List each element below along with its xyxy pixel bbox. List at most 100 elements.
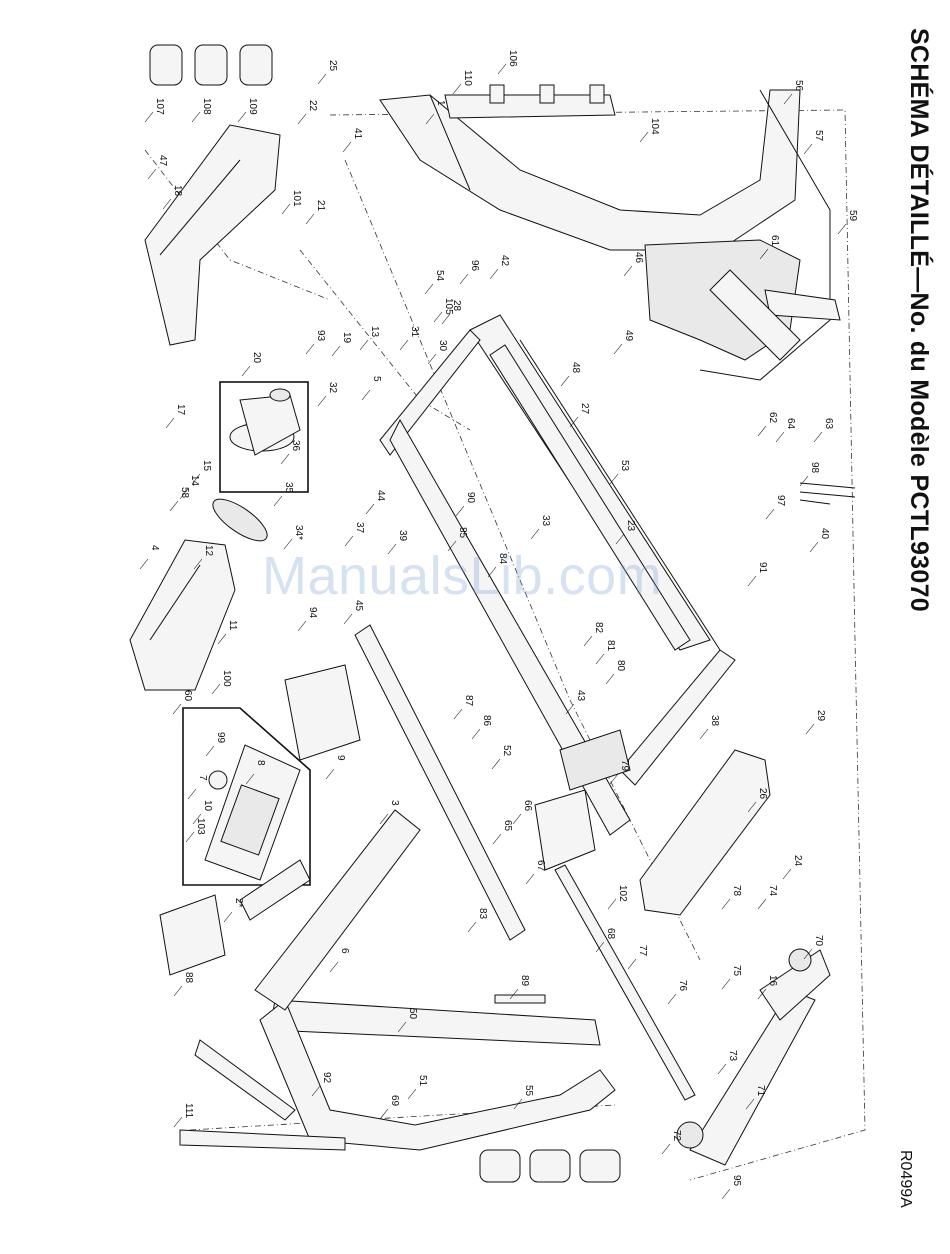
part-label-23: 23 xyxy=(625,520,636,532)
part-label-102: 102 xyxy=(617,885,628,902)
part-label-8: 8 xyxy=(255,760,266,766)
leader-line xyxy=(609,773,619,785)
part-label-90: 90 xyxy=(465,492,476,504)
leader-line xyxy=(237,111,247,123)
part-label-91: 91 xyxy=(757,562,768,574)
part-label-94: 94 xyxy=(307,607,318,619)
leader-line xyxy=(365,503,375,515)
part-label-106: 106 xyxy=(507,50,518,67)
leader-line xyxy=(305,213,315,225)
part-label-4: 4 xyxy=(149,545,160,551)
motor-hood xyxy=(129,124,281,691)
leader-line xyxy=(609,473,619,485)
leader-line xyxy=(583,635,593,647)
watermark: ManualsLib.com xyxy=(262,546,663,606)
side-rail-68 xyxy=(554,864,696,1101)
part-label-96: 96 xyxy=(469,260,480,272)
leader-line xyxy=(344,535,354,547)
part-label-31: 31 xyxy=(409,326,420,338)
incline-frame xyxy=(639,749,831,1166)
leader-line xyxy=(607,898,617,910)
leader-line xyxy=(613,343,623,355)
deck-frame xyxy=(379,314,736,836)
leader-line xyxy=(245,773,255,785)
leader-line xyxy=(525,873,535,885)
part-label-21: 21 xyxy=(315,200,326,212)
belt-part xyxy=(212,498,268,542)
leader-line xyxy=(623,265,633,277)
leader-line xyxy=(447,540,457,552)
pulley-detail-box xyxy=(219,381,309,493)
leader-line xyxy=(759,248,769,260)
part-label-84: 84 xyxy=(497,553,508,565)
part-label-98: 98 xyxy=(809,462,820,474)
part-label-53: 53 xyxy=(619,460,630,472)
console-detail-box xyxy=(182,707,311,886)
leader-line xyxy=(721,898,731,910)
part-label-5: 5 xyxy=(371,376,382,382)
motor-pulley-assembly xyxy=(229,388,301,456)
leader-line xyxy=(191,473,201,485)
leader-line xyxy=(241,365,251,377)
roller-89 xyxy=(494,994,546,1004)
leader-line xyxy=(530,528,540,540)
part-label-24: 24 xyxy=(792,855,803,867)
part-label-109: 109 xyxy=(247,98,258,115)
leader-line xyxy=(173,985,183,997)
leader-line xyxy=(329,961,339,973)
part-label-89: 89 xyxy=(519,975,530,987)
part-label-67: 67 xyxy=(535,860,546,872)
part-label-85: 85 xyxy=(457,527,468,539)
leader-line xyxy=(425,113,435,125)
leader-line xyxy=(721,978,731,990)
handrail-bar-110 xyxy=(444,84,616,119)
console-base-part xyxy=(254,809,421,1011)
part-label-88: 88 xyxy=(183,972,194,984)
part-label-46: 46 xyxy=(633,252,644,264)
leader-line xyxy=(217,633,227,645)
leader-line xyxy=(187,788,197,800)
part-label-75: 75 xyxy=(731,965,742,977)
part-label-70: 70 xyxy=(813,935,824,947)
leader-line xyxy=(205,745,215,757)
part-label-3: 3 xyxy=(389,800,400,806)
part-label-25: 25 xyxy=(327,60,338,72)
part-label-68: 68 xyxy=(605,928,616,940)
part-label-49: 49 xyxy=(623,330,634,342)
console-assembly xyxy=(204,744,301,881)
side-rail-83 xyxy=(354,624,526,941)
leader-line xyxy=(627,958,637,970)
part-label-30: 30 xyxy=(437,340,448,352)
part-label-65: 65 xyxy=(502,820,513,832)
leader-line xyxy=(745,1098,755,1110)
part-label-11: 11 xyxy=(227,620,238,631)
lower-uprights xyxy=(179,999,616,1151)
part-label-28: 28 xyxy=(451,300,462,312)
part-label-29: 29 xyxy=(815,710,826,722)
leader-line xyxy=(297,113,307,125)
leader-line xyxy=(595,653,605,665)
leader-line xyxy=(191,111,201,123)
part-label-39: 39 xyxy=(397,530,408,542)
leader-line xyxy=(813,431,823,443)
leader-line xyxy=(467,921,477,933)
part-label-12: 12 xyxy=(203,545,214,557)
leader-line xyxy=(185,831,195,843)
leader-line xyxy=(512,813,522,825)
leader-line xyxy=(509,988,519,1000)
title-block: SCHÉMA DÉTAILLÉ—No. du Modèle PCTL93070 xyxy=(893,28,933,718)
part-label-18: 18 xyxy=(172,185,183,197)
part-label-52: 52 xyxy=(501,745,512,757)
part-label-7: 7 xyxy=(197,775,208,781)
axle-bars xyxy=(799,482,856,505)
leader-line xyxy=(837,223,847,235)
part-label-38: 38 xyxy=(709,715,720,727)
console-guard-88 xyxy=(159,894,226,976)
leader-line xyxy=(455,505,465,517)
part-label-61: 61 xyxy=(769,235,780,247)
part-label-33: 33 xyxy=(540,515,551,527)
part-label-13: 13 xyxy=(369,326,380,338)
leader-line xyxy=(424,283,434,295)
part-label-87: 87 xyxy=(463,695,474,707)
leader-line xyxy=(359,339,369,351)
